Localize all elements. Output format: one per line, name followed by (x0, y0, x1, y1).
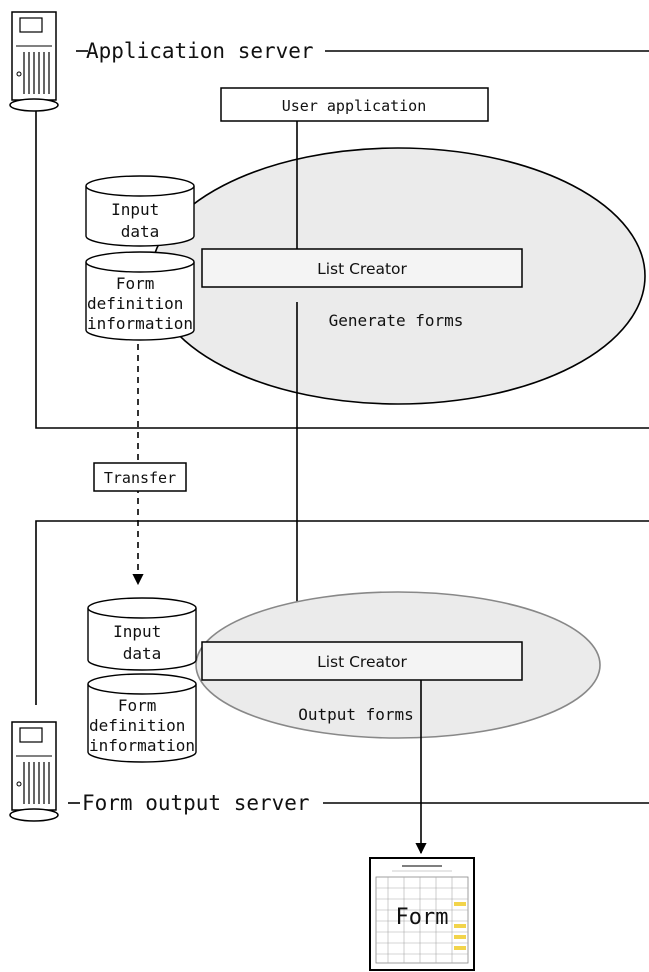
form-definition-cylinder: Form definition information (85, 251, 195, 341)
form-document-label: Form (396, 905, 449, 930)
form-definition-label: Form definition information (87, 274, 193, 333)
form-output-server-icon (9, 721, 59, 822)
output-form-definition-cylinder: Form definition information (87, 673, 197, 763)
input-data-cylinder: Input data (85, 175, 195, 247)
output-input-data-cylinder: Input data (87, 597, 197, 671)
output-forms-caption: Output forms (298, 705, 414, 724)
list-creator-generate-label: List Creator (317, 260, 407, 278)
form-output-server-label: Form output server (82, 791, 310, 815)
application-server-label: Application server (86, 39, 314, 63)
list-creator-generate-box: List Creator (201, 248, 523, 288)
transfer-label: Transfer (104, 469, 176, 487)
form-document-icon: Form (369, 857, 475, 971)
list-creator-output-label: List Creator (317, 653, 407, 671)
form-output-server-zone: Form output server (35, 520, 649, 815)
application-server-icon (9, 11, 59, 112)
transfer-box: Transfer (93, 462, 187, 492)
application-server-zone: Application server (35, 39, 649, 429)
user-application-box: User application (220, 87, 489, 122)
output-form-definition-label: Form definition information (89, 696, 195, 755)
user-application-label: User application (282, 97, 427, 115)
list-creator-output-box: List Creator (201, 641, 523, 681)
output-input-data-label: Input data (113, 622, 171, 663)
input-data-label: Input data (111, 200, 169, 241)
generate-forms-caption: Generate forms (329, 311, 464, 330)
